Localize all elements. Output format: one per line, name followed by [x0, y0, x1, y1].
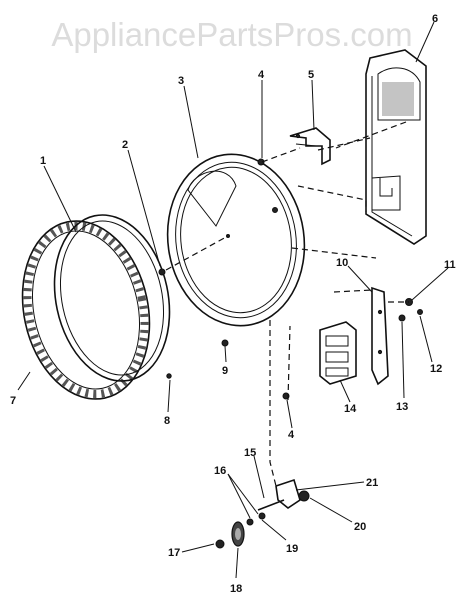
part-9-screw	[221, 339, 229, 347]
callout-20: 20	[354, 521, 366, 533]
part-14-roller-bracket	[319, 321, 357, 385]
callout-6: 6	[432, 13, 438, 25]
callout-21: 21	[366, 477, 378, 489]
part-1-drum-ring	[53, 214, 171, 382]
callout-15: 15	[244, 447, 256, 459]
lower-roller-assembly	[215, 478, 310, 549]
part-5-bracket	[289, 127, 331, 166]
callout-3: 3	[178, 75, 184, 87]
callout-7: 7	[10, 395, 16, 407]
watermark-text: AppliancePartsPros.com	[51, 16, 412, 53]
part-21-bracket	[275, 478, 301, 509]
part-20-nut	[298, 490, 310, 502]
callout-18: 18	[230, 583, 242, 595]
assembly-lines	[165, 121, 409, 487]
part-3-bulkhead	[166, 153, 306, 327]
callout-19: 19	[286, 543, 298, 555]
part-10-plate	[371, 286, 389, 386]
part-7-felt-seal	[21, 220, 151, 400]
part-8-clip	[166, 373, 172, 379]
callout-13: 13	[396, 401, 408, 413]
leader-lines	[17, 21, 449, 579]
part-12-screw	[417, 309, 423, 315]
part-4-screw-upper	[257, 158, 265, 166]
callout-8: 8	[164, 415, 170, 427]
part-2-screw	[158, 268, 166, 276]
part-17-clip	[215, 539, 225, 549]
callout-17: 17	[168, 547, 180, 559]
callout-4: 4	[258, 69, 265, 81]
callout-5: 5	[308, 69, 314, 81]
callout-9: 9	[222, 365, 228, 377]
callout-4-lower: 4	[288, 429, 295, 441]
callout-10: 10	[336, 257, 348, 269]
callout-1: 1	[40, 155, 46, 167]
part-6-rear-panel	[365, 49, 427, 245]
part-19-washer	[246, 518, 254, 526]
callout-labels: 1 2 3 4 5 6 7 8 9 10 11 12 13 14 4 15 16…	[10, 13, 456, 595]
part-13-nut	[398, 314, 406, 322]
callout-16: 16	[214, 465, 226, 477]
callout-14: 14	[344, 403, 357, 415]
callout-2: 2	[122, 139, 128, 151]
part-16-washer	[258, 512, 266, 520]
part-15-shaft	[257, 499, 285, 511]
callout-11: 11	[444, 259, 456, 271]
callout-12: 12	[430, 363, 442, 375]
